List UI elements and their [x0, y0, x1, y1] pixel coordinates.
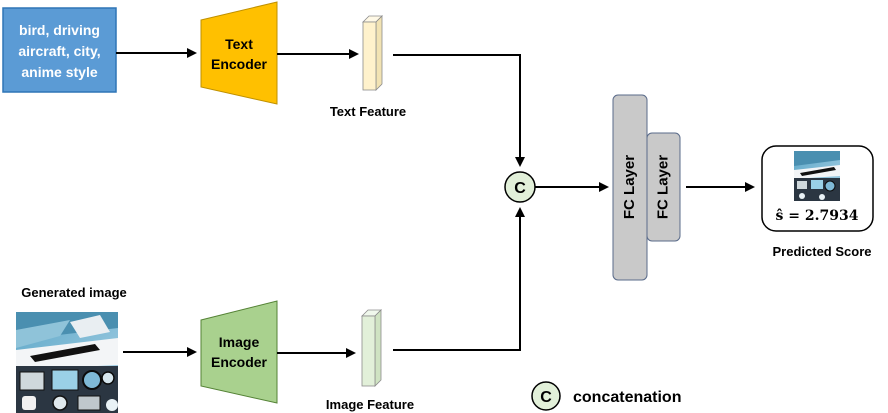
- text-encoder: Text Encoder: [200, 1, 278, 105]
- text-feature-label: Text Feature: [330, 104, 406, 119]
- generated-image-thumbnail: [16, 312, 118, 413]
- arrow-text-feature-to-concat: [393, 54, 525, 167]
- text-feature-bar: [362, 15, 383, 91]
- image-encoder-line-1: Image: [219, 334, 260, 350]
- prompt-line-3: anime style: [21, 64, 97, 80]
- predicted-score-value: ŝ = 2.7934: [776, 208, 859, 224]
- concat-symbol: C: [514, 180, 526, 197]
- text-encoder-line-2: Encoder: [211, 56, 268, 72]
- image-feature-bar: [361, 309, 382, 387]
- fc-layer-1-label: FC Layer: [621, 155, 638, 219]
- generated-image-label: Generated image: [21, 285, 127, 300]
- legend-concat-symbol: C: [540, 389, 552, 406]
- concat-node: C: [504, 171, 536, 203]
- prompt-line-1: bird, driving: [19, 22, 100, 38]
- legend-concat-label: concatenation: [573, 389, 681, 406]
- legend: C concatenation: [531, 381, 681, 411]
- fc-layer-2: FC Layer: [646, 132, 681, 242]
- fc-layer-2-label: FC Layer: [654, 155, 671, 219]
- arrow-image-feature-to-concat: [393, 207, 525, 351]
- image-encoder-line-2: Encoder: [211, 354, 268, 370]
- predicted-score-label: Predicted Score: [773, 244, 872, 259]
- prompt-line-2: aircraft, city,: [18, 43, 100, 59]
- fc-layer-1: FC Layer: [612, 94, 648, 281]
- prediction-box: ŝ = 2.7934: [761, 145, 874, 232]
- image-encoder: Image Encoder: [200, 300, 278, 404]
- text-encoder-line-1: Text: [225, 36, 253, 52]
- prompt-box: bird, driving aircraft, city, anime styl…: [2, 7, 117, 93]
- prediction-thumbnail: [794, 151, 840, 201]
- image-feature-label: Image Feature: [326, 397, 414, 412]
- legend-concat-icon: [531, 381, 561, 411]
